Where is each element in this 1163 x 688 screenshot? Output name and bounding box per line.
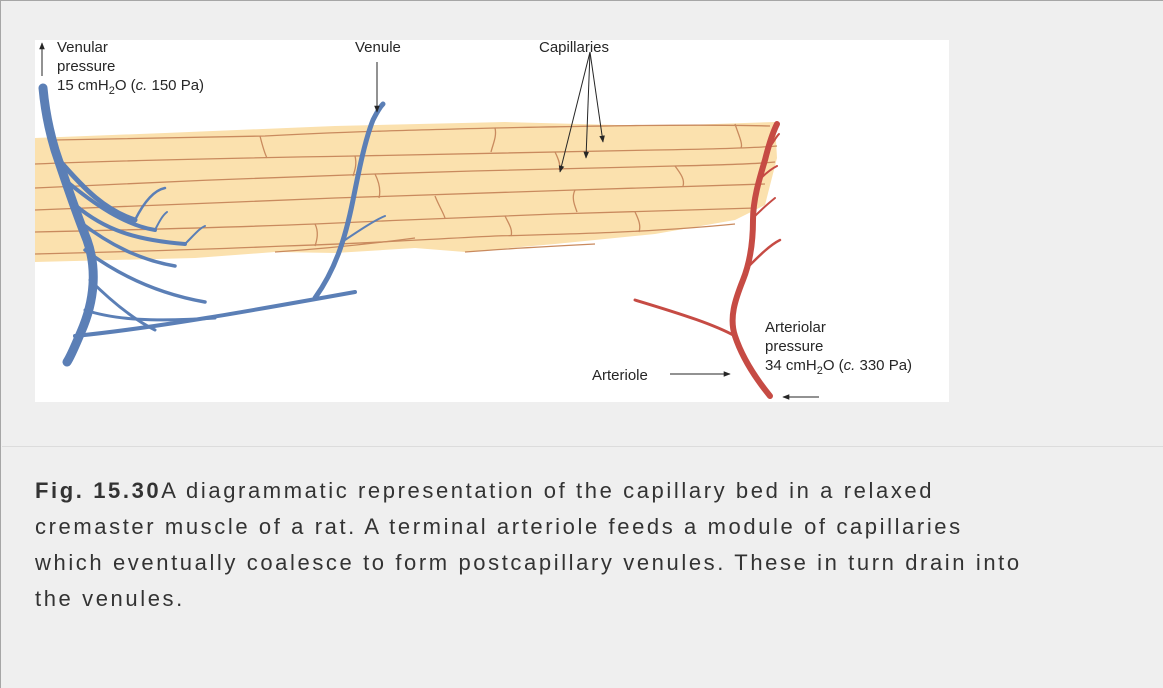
arteriolar-pressure-label: pressure: [765, 338, 823, 355]
figure-number: Fig. 15.30: [35, 478, 161, 503]
caption-line-4: the venules.: [35, 581, 1163, 617]
caption-line-3: which eventually coalesce to form postca…: [35, 545, 1163, 581]
arteriolar-label: Arteriolar: [765, 319, 826, 336]
arteriole-label: Arteriole: [592, 367, 648, 384]
caption-line-2: cremaster muscle of a rat. A terminal ar…: [35, 509, 1163, 545]
caption-text-1: A diagrammatic representation of the cap…: [161, 478, 934, 503]
venular-label: Venular: [57, 40, 108, 56]
arteriolar-pressure-value: 34 cmH2O (c. 330 Pa): [765, 357, 912, 377]
figure-panel: Venular pressure 15 cmH2O (c. 150 Pa) Ve…: [2, 2, 1163, 447]
caption-line-1: Fig. 15.30A diagrammatic representation …: [35, 473, 1163, 509]
capillaries-label: Capillaries: [539, 40, 609, 56]
figure-caption: Fig. 15.30A diagrammatic representation …: [35, 473, 1163, 617]
venular-pressure-label: pressure: [57, 58, 115, 75]
venular-pressure-value: 15 cmH2O (c. 150 Pa): [57, 77, 204, 97]
venule-label: Venule: [355, 40, 401, 56]
capillary-bed-diagram: Venular pressure 15 cmH2O (c. 150 Pa) Ve…: [35, 40, 949, 402]
